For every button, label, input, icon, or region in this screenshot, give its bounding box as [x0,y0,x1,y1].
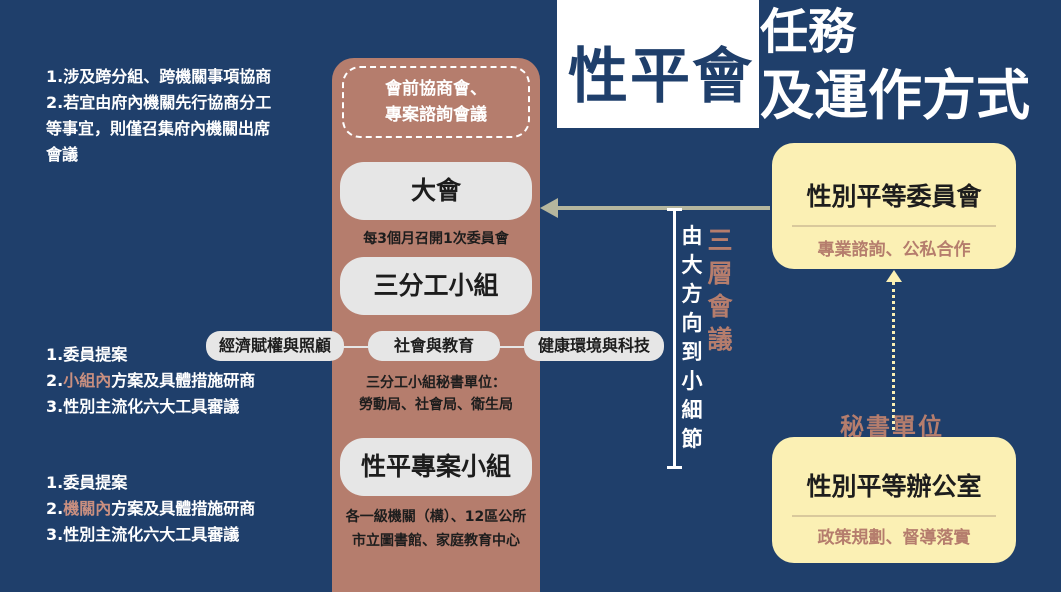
direction-vertical-text: 由 大 方 向 到 小 細 節 [680,222,704,454]
direction-char: 向 [681,311,703,335]
title-part-1: 性平會 [568,42,754,112]
committee-divider [792,225,996,227]
direction-char: 小 [681,369,703,393]
note-line: 勞動局、社會局、衛生局 [359,397,513,413]
secretary-label: 秘書單位 [840,413,944,441]
hierarchy-bracket-line [673,210,676,468]
list-line: 3.性別主流化六大工具審議 [46,525,240,544]
committee-subtitle: 專業諮詢、公私合作 [817,240,971,260]
list-special-groups: 1.委員提案 2.機關內方案及具體措施研商 3.性別主流化六大工具審議 [46,470,326,548]
direction-char: 由 [681,224,703,248]
committee-title: 性別平等委員會 [806,182,982,211]
note-line: 各一級機關（構）、12區公所 [345,509,527,525]
office-subtitle: 政策規劃、督導落實 [817,528,971,548]
three-tier-char: 議 [707,325,733,354]
secretary-arrowhead-icon [886,270,902,282]
direction-char: 大 [681,253,703,277]
list-prefix: 2. [46,371,64,390]
list-highlight: 機關內 [63,499,112,518]
list-line: 1.涉及跨分組、跨機關事項協商 [46,67,272,86]
list-cross-coordination: 1.涉及跨分組、跨機關事項協商 2.若宜由府內機關先行協商分工 等事宜，則僅召集… [46,64,330,168]
bracket-cap-bottom [667,466,682,469]
subgroup-social-pill: 社會與教育 [368,331,500,361]
three-tier-char: 層 [707,259,733,288]
list-line: 2.若宜由府內機關先行協商分工 [46,93,272,112]
secretary-dotted-line [892,282,895,430]
list-line: 2.小組內方案及具體措施研商 [46,368,326,394]
special-group-note: 各一級機關（構）、12區公所 市立圖書館、家庭教育中心 [322,505,550,553]
note-line: 三分工小組秘書單位： [366,375,506,391]
list-suffix: 方案及具體措施研商 [111,499,256,518]
office-divider [792,515,996,517]
assembly-arrowhead-icon [540,198,558,218]
special-group-pill: 性平專案小組 [340,438,532,496]
subgroup-health-pill: 健康環境與科技 [524,331,664,361]
subgroup-economic-pill: 經濟賦權與照顧 [206,331,344,361]
gender-equality-committee-box: 性別平等委員會 專業諮詢、公私合作 [772,143,1016,269]
bracket-cap-top [667,208,682,211]
pre-meeting-line: 專案諮詢會議 [385,105,487,125]
title-part-3: 及運作方式 [760,64,1030,127]
list-suffix: 方案及具體措施研商 [111,371,256,390]
pre-meeting-box: 會前協商會、 專案諮詢會議 [342,66,530,138]
note-line: 市立圖書館、家庭教育中心 [352,533,520,549]
three-tier-char: 會 [707,292,733,321]
list-highlight: 小組內 [63,371,112,390]
general-assembly-note: 每3個月召開1次委員會 [363,231,509,247]
three-tier-vertical-text: 三 層 會 議 [705,224,735,356]
list-task-groups: 1.委員提案 2.小組內方案及具體措施研商 3.性別主流化六大工具審議 [46,342,326,420]
direction-char: 方 [681,282,703,306]
direction-char: 節 [681,427,703,451]
general-assembly-pill: 大會 [340,162,532,220]
three-groups-secretariat-note: 三分工小組秘書單位： 勞動局、社會局、衛生局 [332,372,540,416]
direction-char: 細 [681,398,703,422]
gender-equality-office-box: 性別平等辦公室 政策規劃、督導落實 [772,437,1016,563]
list-line: 3.性別主流化六大工具審議 [46,397,240,416]
list-line: 等事宜，則僅召集府內機關出席 [46,119,271,138]
three-groups-pill: 三分工小組 [340,257,532,315]
pre-meeting-line: 會前協商會、 [385,79,487,99]
title-highlight-box [557,0,759,128]
list-line: 1.委員提案 [46,473,128,492]
assembly-arrow-line [556,206,770,210]
three-tier-char: 三 [707,226,733,255]
office-title: 性別平等辦公室 [806,472,982,501]
title-part-2: 任務 [760,4,857,60]
list-line: 會議 [46,145,79,164]
list-prefix: 2. [46,499,64,518]
list-line: 2.機關內方案及具體措施研商 [46,496,326,522]
meeting-column [332,58,540,592]
direction-char: 到 [681,340,703,364]
list-line: 1.委員提案 [46,345,128,364]
